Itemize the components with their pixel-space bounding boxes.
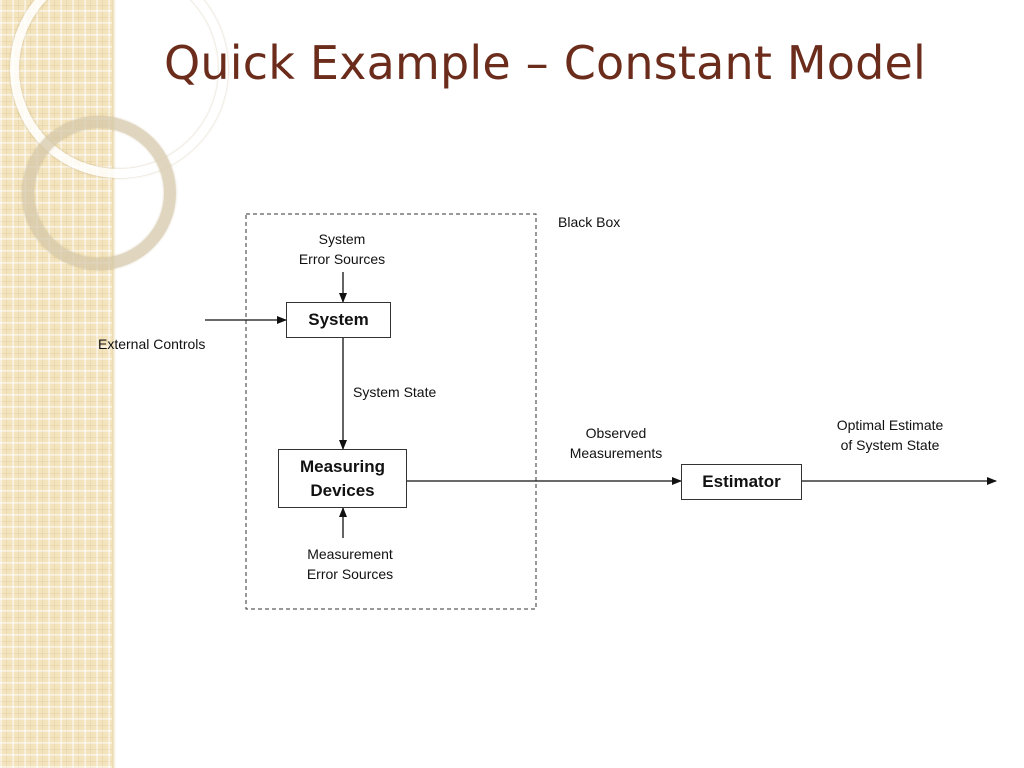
estimator-box: Estimator <box>681 464 802 500</box>
external-controls-label: External Controls <box>98 336 206 352</box>
measurement-error-sources-line2: Error Sources <box>306 566 394 582</box>
measuring-devices-line1: Measuring <box>299 456 386 476</box>
black-box-border <box>245 213 537 610</box>
optimal-estimate-line1: Optimal Estimate <box>836 417 944 433</box>
system-error-sources-line1: System <box>318 231 366 247</box>
optimal-estimate-label: Optimal Estimate of System State <box>820 415 960 455</box>
system-error-sources-line2: Error Sources <box>298 251 386 267</box>
measurement-error-sources-label: Measurement Error Sources <box>285 544 415 584</box>
measuring-devices-box: Measuring Devices <box>278 449 407 508</box>
observed-measurements-label: Observed Measurements <box>556 423 676 463</box>
observed-measurements-line1: Observed <box>585 425 647 441</box>
measurement-error-sources-line1: Measurement <box>307 546 393 562</box>
black-box-label: Black Box <box>558 214 621 230</box>
sidebar-edge <box>112 0 116 768</box>
measuring-devices-line2: Devices <box>310 480 375 500</box>
system-box: System <box>286 302 391 338</box>
system-error-sources-label: System Error Sources <box>282 229 402 269</box>
observed-measurements-line2: Measurements <box>569 445 663 461</box>
system-state-label: System State <box>353 384 437 400</box>
optimal-estimate-line2: of System State <box>840 437 940 453</box>
slide-title: Quick Example – Constant Model <box>164 36 927 90</box>
